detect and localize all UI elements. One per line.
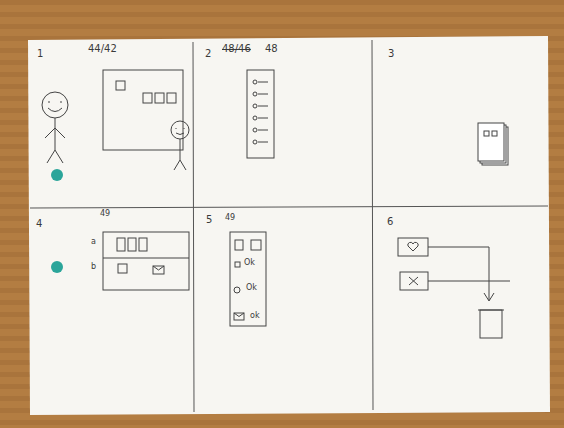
teal-dot: [51, 169, 63, 181]
storyboard-panel: 1 44/42: [30, 40, 193, 208]
phone-list: [247, 70, 274, 158]
page-count: 49: [225, 214, 235, 223]
panel-grid: [30, 40, 548, 412]
page-count: 49: [100, 210, 110, 219]
panel-number: 1: [37, 48, 43, 59]
storyboard-panel: 2 48/46 48: [193, 40, 372, 208]
page-count: 48/46: [222, 43, 251, 54]
sketch-note: a: [91, 238, 96, 247]
page-count: 44/42: [88, 43, 117, 54]
storyboard-panel: 3: [372, 40, 546, 208]
page-count: 48: [265, 43, 278, 54]
phone-screen: [230, 232, 266, 326]
panel-number: 5: [206, 214, 212, 225]
sketch-note: Ok: [246, 284, 257, 293]
storyboard-panel: 6: [372, 208, 546, 408]
storyboard-panel: 5 49: [193, 208, 372, 408]
sketch-note: b: [91, 263, 96, 272]
presentation-scene: [42, 70, 189, 170]
panel-number: 4: [36, 218, 42, 229]
storyboard-panel: 4 49: [30, 208, 193, 408]
sketch-note: ok: [250, 312, 260, 321]
sketch-note: Ok: [244, 259, 255, 268]
card-stack: [478, 123, 508, 165]
panel-number: 3: [388, 48, 394, 59]
sorting-scene: [398, 238, 510, 338]
paper-sheet: [28, 36, 550, 415]
teal-dot: [51, 261, 63, 273]
panel-number: 2: [205, 48, 211, 59]
panel-number: 6: [387, 216, 393, 227]
board-screen: [103, 232, 189, 290]
